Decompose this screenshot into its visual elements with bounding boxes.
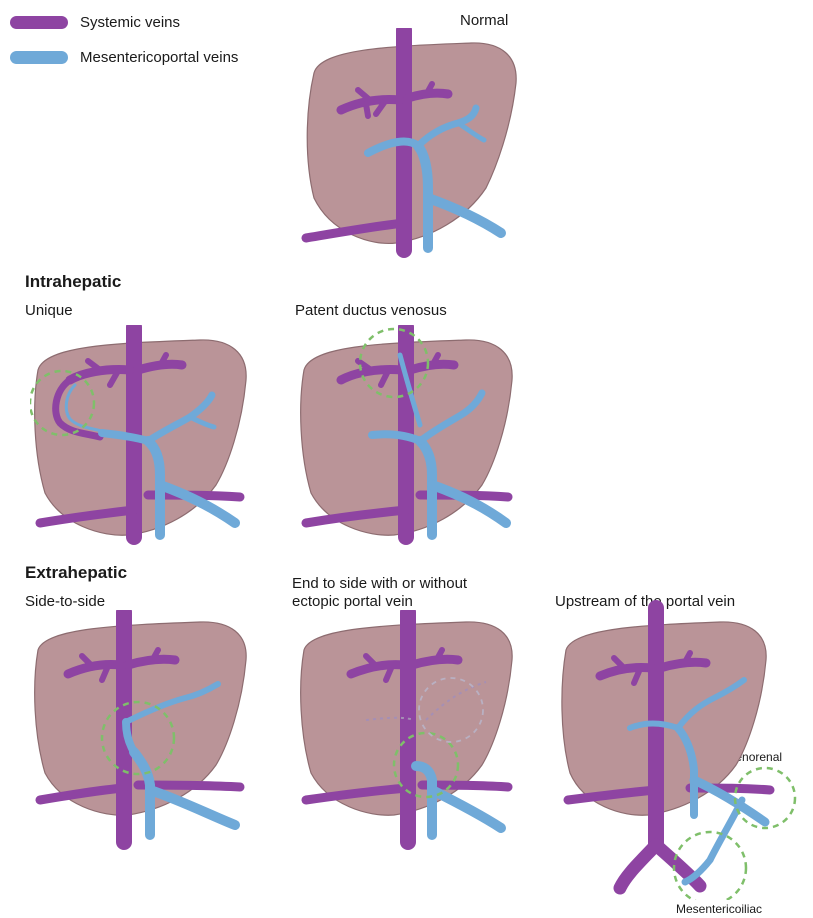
extrahepatic-heading: Extrahepatic bbox=[25, 563, 127, 583]
legend-systemic: Systemic veins bbox=[10, 10, 180, 34]
legend-portal-label: Mesentericoportal veins bbox=[80, 49, 238, 66]
patent-diagram bbox=[296, 325, 526, 545]
side-label: Side-to-side bbox=[25, 593, 105, 610]
intrahepatic-heading: Intrahepatic bbox=[25, 272, 121, 292]
legend-portal: Mesentericoportal veins bbox=[10, 45, 238, 69]
upstream-diagram bbox=[560, 600, 810, 900]
mesentericoiliac-label: Mesentericoiliac bbox=[676, 902, 762, 916]
end-label-line1: End to side with or without bbox=[292, 575, 467, 592]
systemic-vein-swatch bbox=[10, 16, 68, 29]
unique-diagram bbox=[30, 325, 260, 545]
legend-systemic-label: Systemic veins bbox=[80, 14, 180, 31]
end-label-line2: ectopic portal vein bbox=[292, 593, 413, 610]
patent-label: Patent ductus venosus bbox=[295, 302, 447, 319]
end-to-side-diagram bbox=[296, 610, 526, 855]
normal-title: Normal bbox=[460, 12, 508, 29]
portal-vein-swatch bbox=[10, 51, 68, 64]
normal-diagram bbox=[296, 28, 526, 263]
unique-label: Unique bbox=[25, 302, 73, 319]
side-to-side-diagram bbox=[30, 610, 260, 855]
